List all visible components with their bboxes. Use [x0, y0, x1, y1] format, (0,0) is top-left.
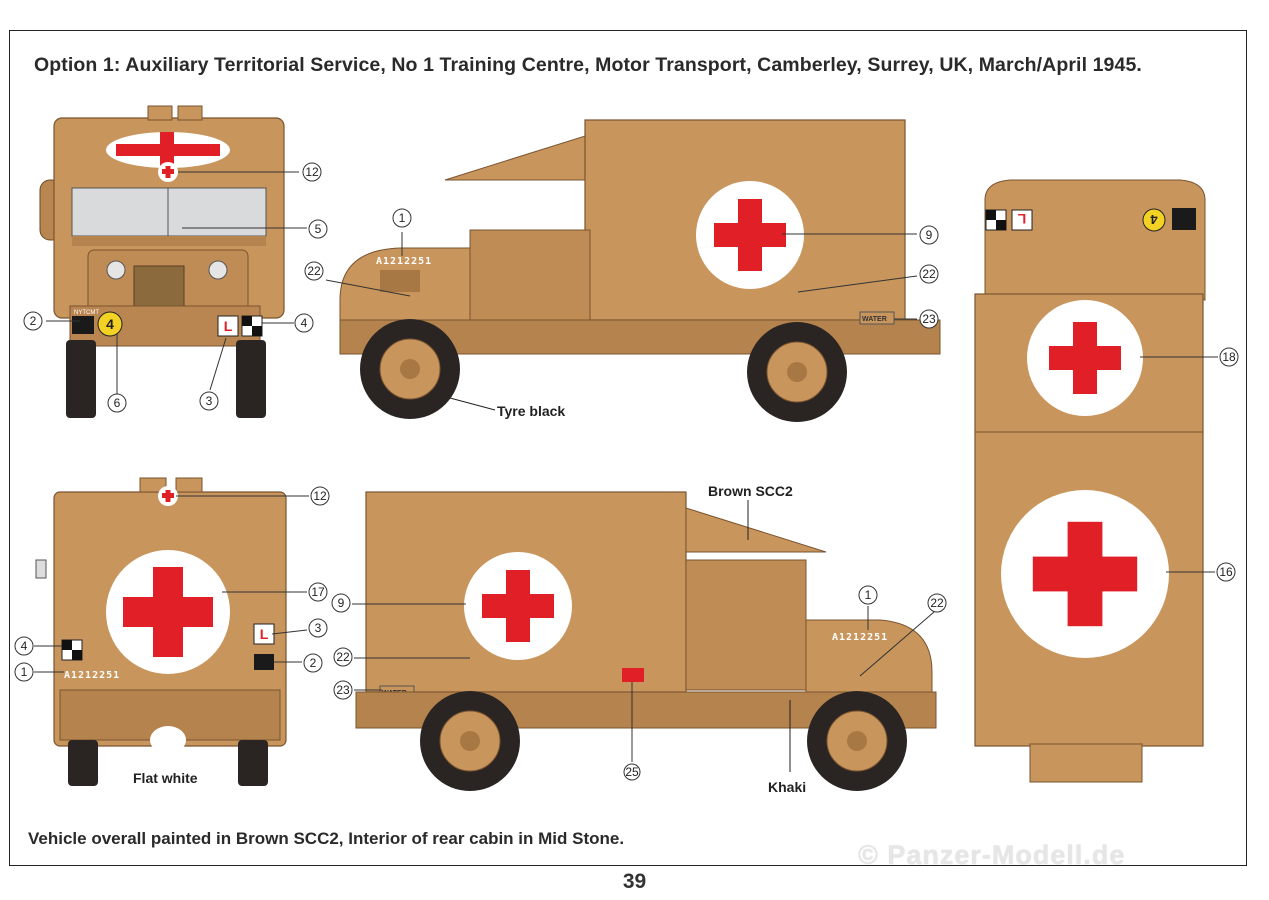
paint-note: Vehicle overall painted in Brown SCC2, I… — [28, 829, 625, 848]
callout-flat-white: Flat white — [133, 770, 198, 786]
svg-text:1: 1 — [399, 211, 406, 225]
top-view-truck: L 4 — [974, 179, 1206, 783]
svg-text:16: 16 — [1219, 565, 1233, 579]
svg-text:23: 23 — [922, 312, 936, 326]
svg-text:17: 17 — [311, 585, 325, 599]
page-title: Option 1: Auxiliary Territorial Service,… — [34, 54, 1142, 76]
svg-text:A1212251: A1212251 — [376, 256, 432, 267]
svg-text:NYTCMT: NYTCMT — [74, 310, 99, 316]
svg-text:6: 6 — [114, 396, 121, 410]
svg-text:18: 18 — [1222, 350, 1236, 364]
svg-text:L: L — [260, 626, 269, 642]
svg-text:22: 22 — [922, 267, 936, 281]
decal-numbers: 12 5 2 4 6 3 1 22 9 22 23 18 16 12 17 3 … — [14, 162, 1239, 781]
svg-text:WATER: WATER — [862, 316, 887, 323]
callout-brown-scc2: Brown SCC2 — [708, 483, 793, 499]
svg-text:12: 12 — [313, 489, 327, 503]
page-number: 39 — [622, 870, 647, 893]
svg-text:22: 22 — [307, 264, 321, 278]
svg-text:1: 1 — [21, 665, 28, 679]
svg-text:9: 9 — [338, 596, 345, 610]
svg-text:5: 5 — [315, 222, 322, 236]
svg-text:22: 22 — [336, 650, 350, 664]
svg-text:L: L — [224, 318, 233, 334]
svg-text:4: 4 — [106, 316, 114, 332]
page-frame — [9, 30, 1247, 866]
svg-text:1: 1 — [865, 588, 872, 602]
svg-text:9: 9 — [926, 228, 933, 242]
svg-text:4: 4 — [301, 316, 308, 330]
svg-text:2: 2 — [30, 314, 37, 328]
svg-text:4: 4 — [21, 639, 28, 653]
watermark: © Panzer-Modell.de — [858, 840, 1126, 870]
svg-text:22: 22 — [930, 596, 944, 610]
callout-khaki: Khaki — [768, 779, 806, 795]
svg-text:2: 2 — [310, 656, 317, 670]
rear-view-truck: A1212251 L — [35, 477, 287, 786]
svg-text:A1212251: A1212251 — [64, 670, 120, 681]
leader-lines — [34, 171, 1218, 762]
svg-text:3: 3 — [315, 621, 322, 635]
left-side-view-truck: A1212251 WATER — [355, 491, 937, 791]
svg-text:4: 4 — [1150, 212, 1158, 227]
svg-text:A1212251: A1212251 — [832, 632, 888, 643]
svg-text:25: 25 — [625, 765, 639, 779]
front-view-truck: NYTCMT 4 L — [39, 105, 285, 418]
svg-text:L: L — [1017, 211, 1026, 227]
svg-text:12: 12 — [305, 165, 319, 179]
svg-text:23: 23 — [336, 683, 350, 697]
svg-text:3: 3 — [206, 394, 213, 408]
callout-tyre-black: Tyre black — [497, 403, 565, 419]
right-side-view-truck: A1212251 WATER — [339, 119, 941, 422]
